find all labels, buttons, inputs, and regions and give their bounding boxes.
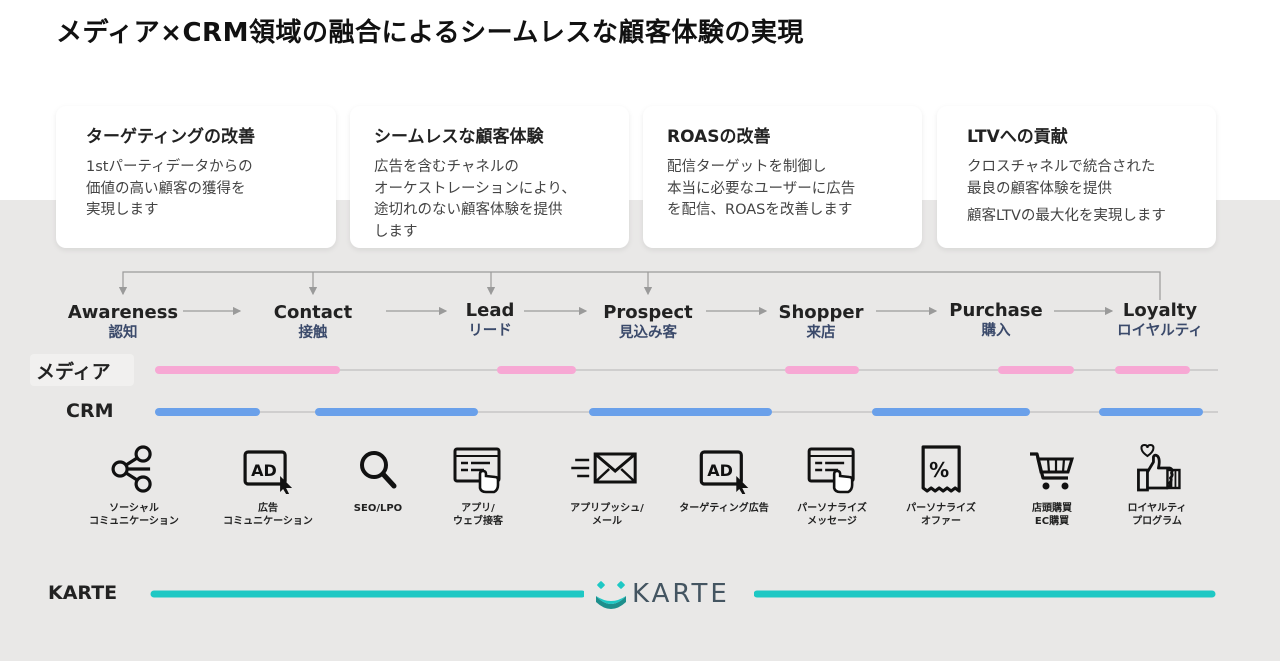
magnifier-icon [360, 451, 397, 489]
tool-label: パーソナライズ オファー [906, 503, 976, 527]
stage-prospect: Prospect 見込み客 [603, 302, 693, 342]
card-targeting: ターゲティングの改善 1stパーティデータからの 価値の高い顧客の獲得を 実現し… [56, 106, 336, 248]
card-body: 配信ターゲットを制御し 本当に必要なユーザーに広告 を配信、ROASを改善します [667, 159, 856, 218]
tool-seo: SEO/LPO [350, 444, 406, 515]
shopping-cart-icon [1030, 452, 1075, 490]
tool-push-mail: アプリプッシュ/ メール [570, 444, 644, 528]
stage-label-ja: リード [468, 323, 512, 339]
stage-label-ja: ロイヤルティ [1117, 323, 1203, 339]
card-body: 広告を含むチャネルの オーケストレーションにより、 途切れのない顧客体験を提供 … [374, 159, 576, 240]
tool-personalized-message: パーソナライズ メッセージ [797, 444, 867, 528]
card-title: ターゲティングの改善 [86, 127, 255, 147]
stage-shopper: Shopper 来店 [779, 302, 864, 342]
row-label-crm: CRM [66, 400, 114, 422]
tool-label: アプリプッシュ/ メール [570, 503, 644, 527]
stage-label-en: Awareness [67, 302, 179, 323]
stage-label-en: Prospect [603, 302, 693, 323]
karte-smile-icon [596, 581, 626, 609]
tool-purchase: 店頭購買 EC購買 [1024, 444, 1080, 528]
card-ltv: LTVへの貢献 クロスチャネルで統合された 最良の顧客体験を提供 顧客LTVの最… [937, 106, 1216, 248]
stage-label-ja: 認知 [108, 325, 138, 341]
card-title: ROASの改善 [667, 127, 771, 147]
card-extra: 顧客LTVの最大化を実現します [967, 208, 1166, 224]
row-label-karte: KARTE [48, 582, 118, 604]
app-tap-icon [453, 447, 501, 494]
connector-bracket [122, 271, 1161, 300]
card-body: クロスチャネルで統合された 最良の顧客体験を提供 [967, 159, 1156, 197]
fast-mail-icon [571, 452, 637, 484]
tool-targeting-ad: AD ターゲティング広告 [679, 444, 769, 515]
share-nodes-icon [111, 445, 152, 493]
tool-label: 店頭購買 EC購買 [1032, 503, 1072, 527]
tool-ad-communication: AD 広告 コミュニケーション [223, 444, 313, 528]
card-seamless: シームレスな顧客体験 広告を含むチャネルの オーケストレーションにより、 途切れ… [350, 106, 629, 248]
svg-text:AD: AD [251, 461, 277, 480]
tool-label: パーソナライズ メッセージ [797, 503, 867, 527]
tool-label: ターゲティング広告 [679, 503, 769, 514]
tool-label: ソーシャル コミュニケーション [89, 503, 179, 527]
media-label-background [30, 354, 134, 386]
stage-loyalty: Loyalty ロイヤルティ [1117, 300, 1203, 340]
stage-contact: Contact 接触 [274, 302, 352, 342]
tool-label: アプリ/ ウェブ接客 [453, 503, 503, 527]
tool-personalized-offer: % パーソナライズ オファー [906, 444, 976, 528]
stage-label-en: Loyalty [1122, 300, 1198, 321]
card-body: 1stパーティデータからの 価値の高い顧客の獲得を 実現します [86, 159, 253, 218]
svg-text:%: % [929, 458, 949, 482]
svg-text:AD: AD [707, 461, 733, 480]
stage-label-en: Lead [465, 300, 515, 321]
tool-social: ソーシャル コミュニケーション [89, 444, 179, 528]
stage-label-en: Purchase [949, 300, 1043, 321]
card-title: LTVへの貢献 [967, 127, 1068, 147]
stage-label-ja: 来店 [806, 325, 836, 341]
card-title: シームレスな顧客体験 [374, 127, 544, 147]
stage-lead: Lead リード [466, 300, 515, 340]
tool-label: ロイヤルティ プログラム [1127, 503, 1187, 527]
stage-label-ja: 見込み客 [619, 325, 677, 341]
card-roas: ROASの改善 配信ターゲットを制御し 本当に必要なユーザーに広告 を配信、RO… [643, 106, 922, 248]
row-label-media: メディア [36, 361, 111, 383]
tool-label: 広告 コミュニケーション [223, 503, 313, 527]
tool-loyalty-program: ロイヤルティ プログラム [1127, 444, 1187, 528]
coupon-percent-icon: % [921, 445, 961, 493]
tool-app-web: アプリ/ ウェブ接客 [450, 444, 506, 528]
stage-label-ja: 接触 [298, 325, 328, 341]
karte-wordmark: KARTE [632, 579, 730, 609]
stage-label-ja: 購入 [981, 323, 1011, 339]
stage-awareness: Awareness 認知 [68, 302, 178, 342]
tool-label: SEO/LPO [353, 503, 403, 514]
ad-cursor-icon: AD [699, 450, 748, 494]
message-tap-icon [807, 447, 855, 494]
stage-label-en: Shopper [778, 302, 864, 323]
stage-purchase: Purchase 購入 [949, 300, 1042, 340]
card-connector-lines [118, 271, 1161, 300]
stage-label-en: Contact [273, 302, 353, 323]
ad-cursor-icon: AD [243, 450, 292, 494]
karte-logo: KARTE [584, 574, 754, 614]
thumbs-up-heart-icon [1136, 444, 1181, 492]
page-title: メディア×CRM領域の融合によるシームレスな顧客体験の実現 [56, 18, 804, 48]
